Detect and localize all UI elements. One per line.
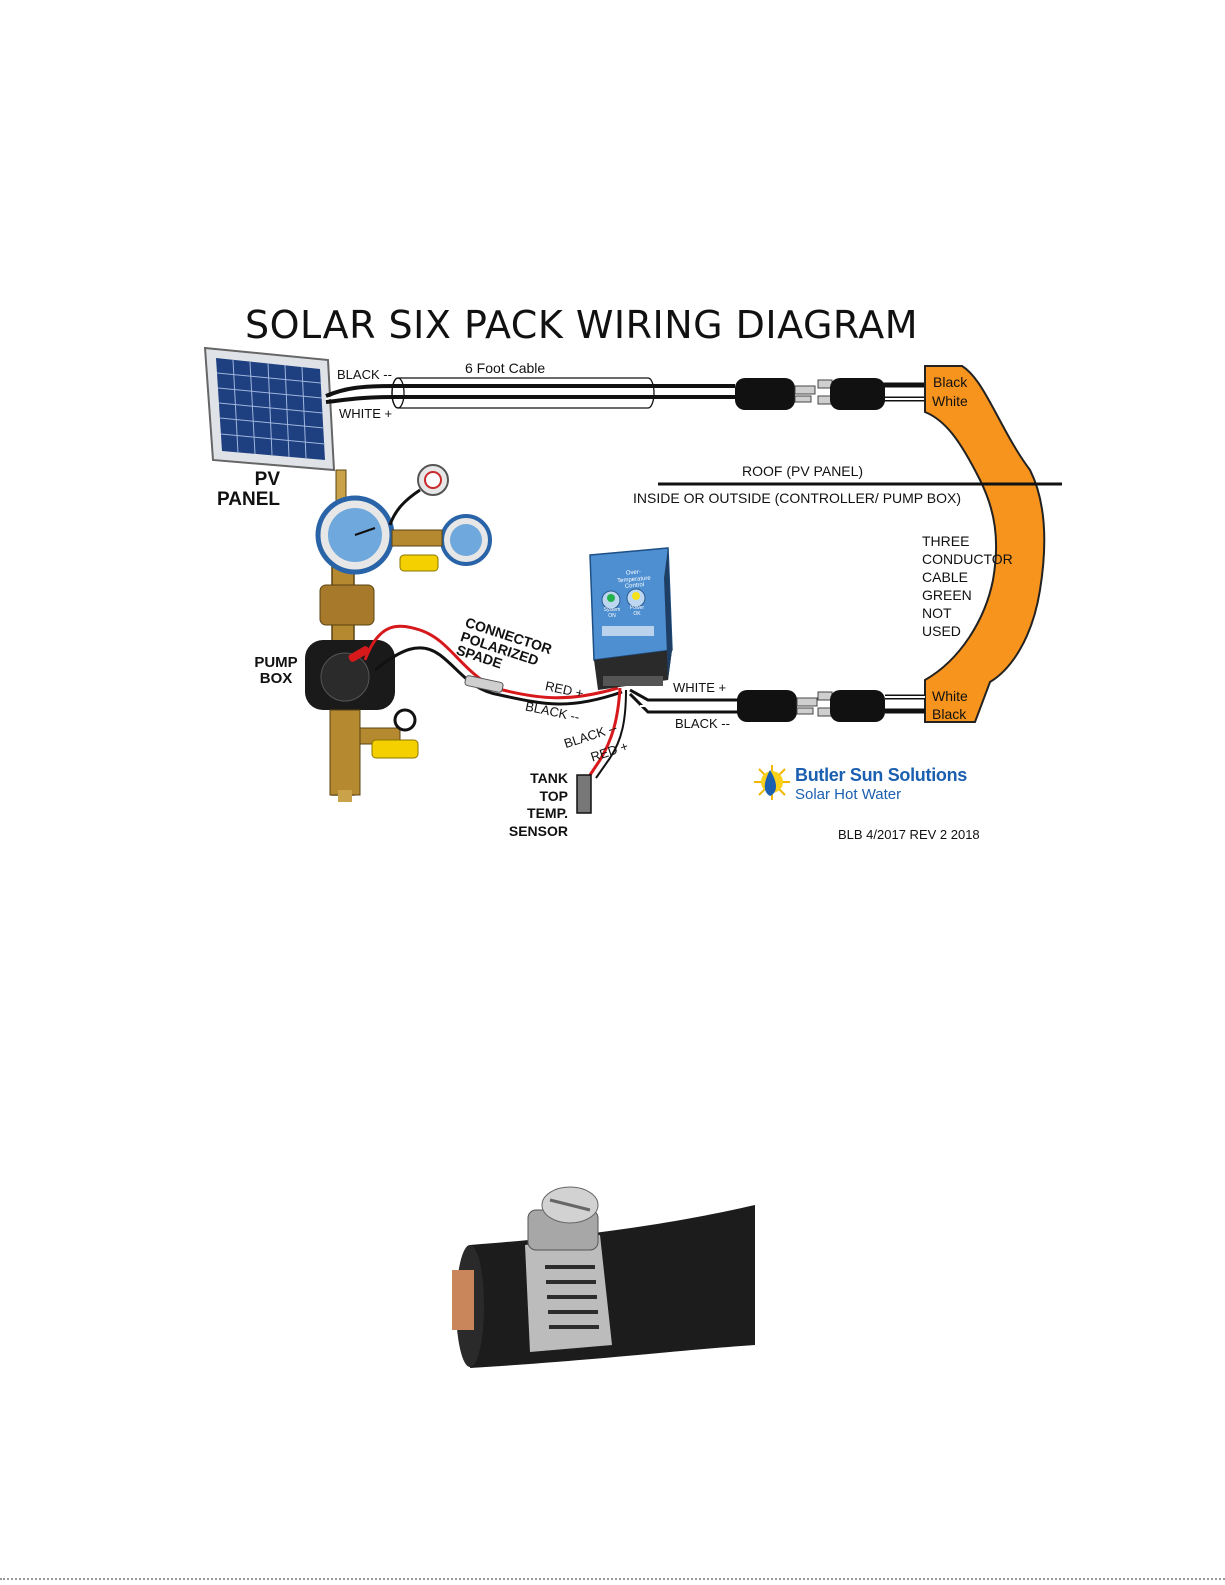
label-orange-white-top: White bbox=[932, 393, 968, 409]
pump-wires bbox=[348, 624, 623, 706]
bottom-wires bbox=[628, 688, 925, 714]
label-white-top: WHITE + bbox=[339, 406, 393, 421]
label-inside-outside: INSIDE OR OUTSIDE (CONTROLLER/ PUMP BOX) bbox=[633, 490, 962, 506]
label-tank-top-temp-sensor: TANK TOP TEMP. SENSOR bbox=[508, 770, 568, 839]
label-six-foot-cable: 6 Foot Cable bbox=[465, 360, 546, 376]
revision-note: BLB 4/2017 REV 2 2018 bbox=[838, 827, 980, 842]
hose-clamp-photo bbox=[452, 1186, 755, 1368]
controller-box-icon bbox=[589, 547, 673, 690]
label-orange-white-bottom: White bbox=[932, 688, 968, 704]
six-foot-cable-sleeve bbox=[391, 377, 655, 409]
controller-led2-label: Power OK bbox=[629, 605, 645, 617]
sensor-wires bbox=[588, 687, 627, 779]
label-pump-box: PUMP BOX bbox=[254, 654, 298, 687]
three-conductor-cable bbox=[924, 365, 1046, 723]
brand-name: Butler Sun Solutions bbox=[795, 765, 967, 785]
tank-sensor-probe-icon bbox=[576, 774, 592, 814]
brand-subtitle: Solar Hot Water bbox=[795, 786, 902, 803]
page-bottom-divider bbox=[0, 1578, 1225, 1580]
label-black-minus-bottom: BLACK -- bbox=[675, 716, 730, 731]
label-orange-black-bottom: Black bbox=[932, 706, 967, 722]
label-roof: ROOF (PV PANEL) bbox=[742, 463, 864, 479]
label-pv-panel: PV PANEL bbox=[217, 469, 280, 510]
diagram-title: SOLAR SIX PACK WIRING DIAGRAM bbox=[245, 303, 919, 347]
label-black-top: BLACK -- bbox=[337, 367, 392, 382]
top-connector-pair bbox=[735, 378, 885, 410]
label-three-conductor: THREE CONDUCTOR CABLE GREEN NOT USED bbox=[922, 533, 1013, 639]
sun-logo-icon bbox=[754, 765, 790, 800]
label-white-plus-bottom: WHITE + bbox=[673, 680, 727, 695]
pv-panel-icon bbox=[203, 346, 336, 472]
pump-box-assembly-icon bbox=[305, 464, 492, 802]
label-orange-black-top: Black bbox=[933, 374, 968, 390]
controller-led1-label: System ON bbox=[603, 607, 621, 619]
bottom-connector-pair bbox=[737, 690, 885, 722]
